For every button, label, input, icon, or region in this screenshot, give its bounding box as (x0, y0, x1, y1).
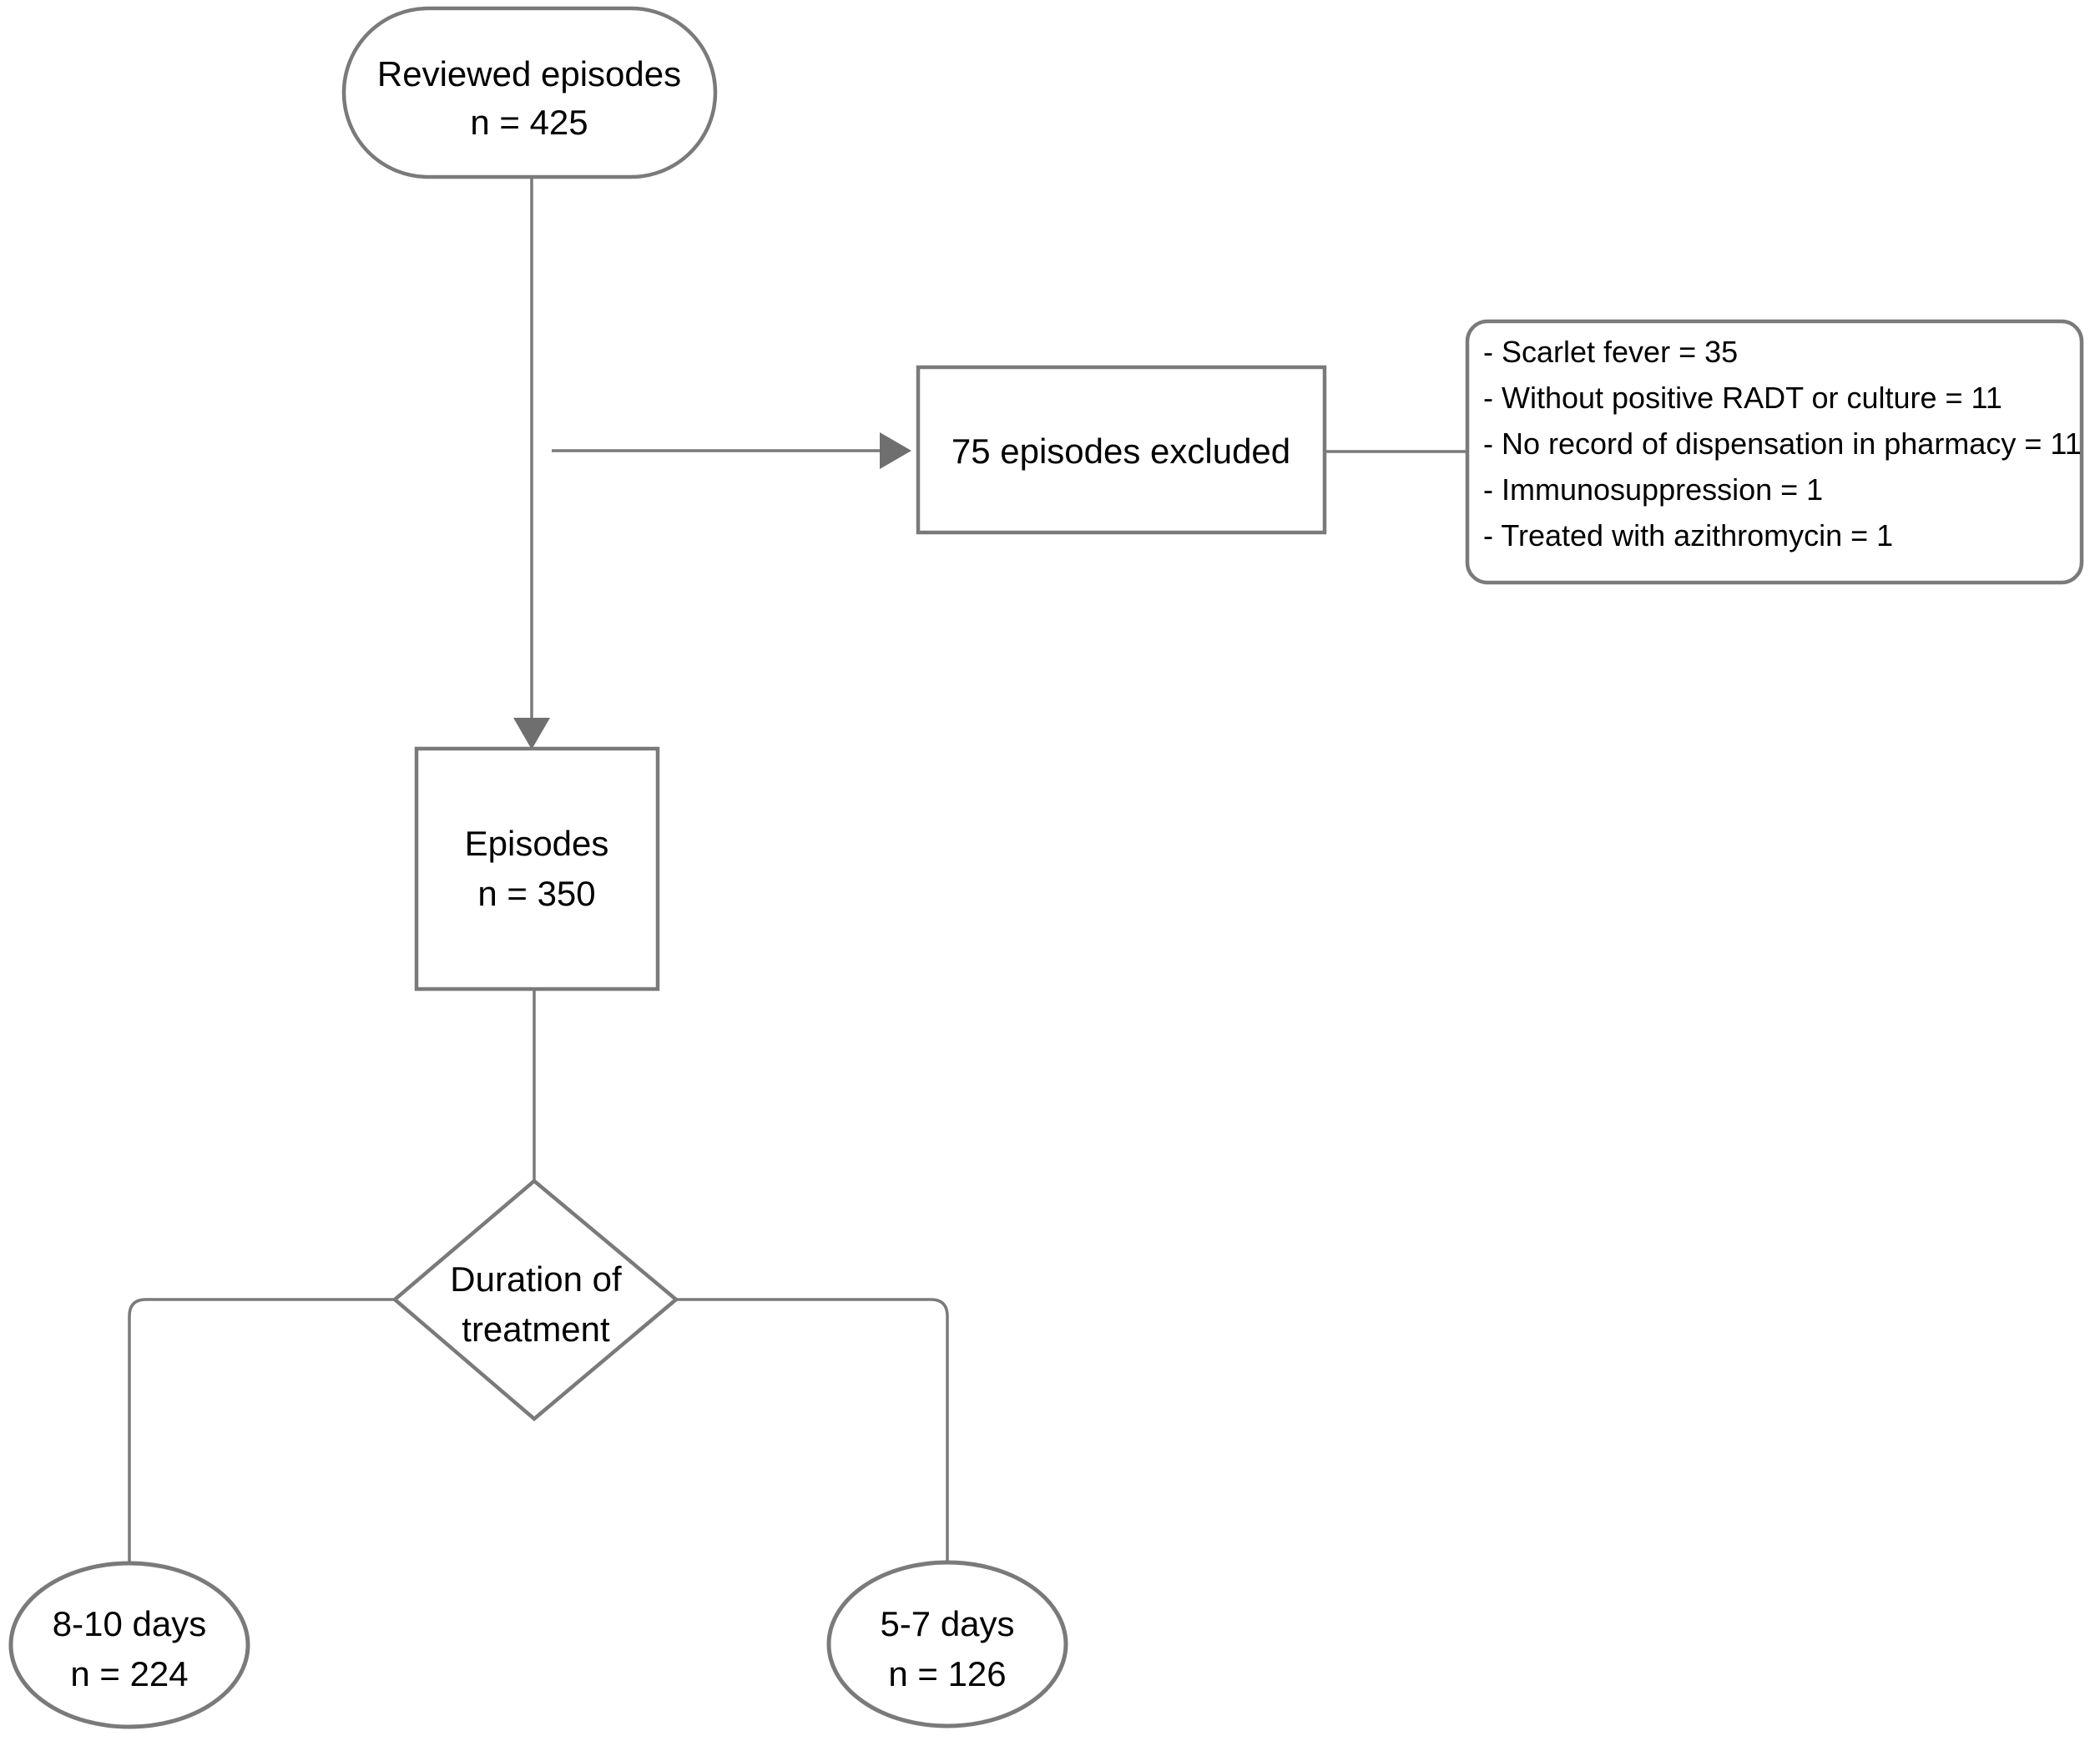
exclusion-reason-item: - No record of dispensation in pharmacy … (1483, 426, 2082, 461)
exclusion-reason-item: - Without positive RADT or culture = 11 (1483, 381, 2002, 415)
duration-decision-diamond (391, 1178, 679, 1421)
reviewed-episodes-node (341, 6, 718, 179)
episodes-label: Episodes (465, 824, 609, 863)
outcome-5-7-days-label: 5-7 days (880, 1604, 1014, 1643)
reviewed-episodes-label: Reviewed episodes (377, 54, 681, 93)
edge-decision-to-right-outcome (676, 1298, 949, 1562)
outcome-5-7-days-count: n = 126 (888, 1654, 1006, 1693)
down-arrow-head-icon (513, 718, 550, 749)
duration-decision-label-line2: treatment (462, 1310, 610, 1349)
outcome-8-10-days-count: n = 224 (70, 1654, 188, 1693)
outcome-8-10-days-node (8, 1561, 250, 1729)
excluded-label: 75 episodes excluded (952, 431, 1290, 471)
exclusion-reason-item: - Scarlet fever = 35 (1483, 335, 1738, 369)
edge-decision-to-left-outcome (128, 1298, 395, 1562)
reviewed-episodes-count: n = 425 (470, 103, 588, 142)
exclusion-reason-item: - Immunosuppression = 1 (1483, 472, 1823, 507)
exclusion-reasons-node (1465, 319, 2084, 585)
episodes-count: n = 350 (477, 874, 595, 913)
right-arrow-head-icon (880, 432, 911, 469)
episodes-node (414, 746, 660, 992)
excluded-node (916, 365, 1327, 535)
outcome-8-10-days-label: 8-10 days (53, 1604, 206, 1643)
exclusion-reason-item: - Treated with azithromycin = 1 (1483, 518, 1893, 553)
outcome-5-7-days-node (826, 1560, 1068, 1728)
duration-decision-label-line1: Duration of (450, 1259, 622, 1299)
